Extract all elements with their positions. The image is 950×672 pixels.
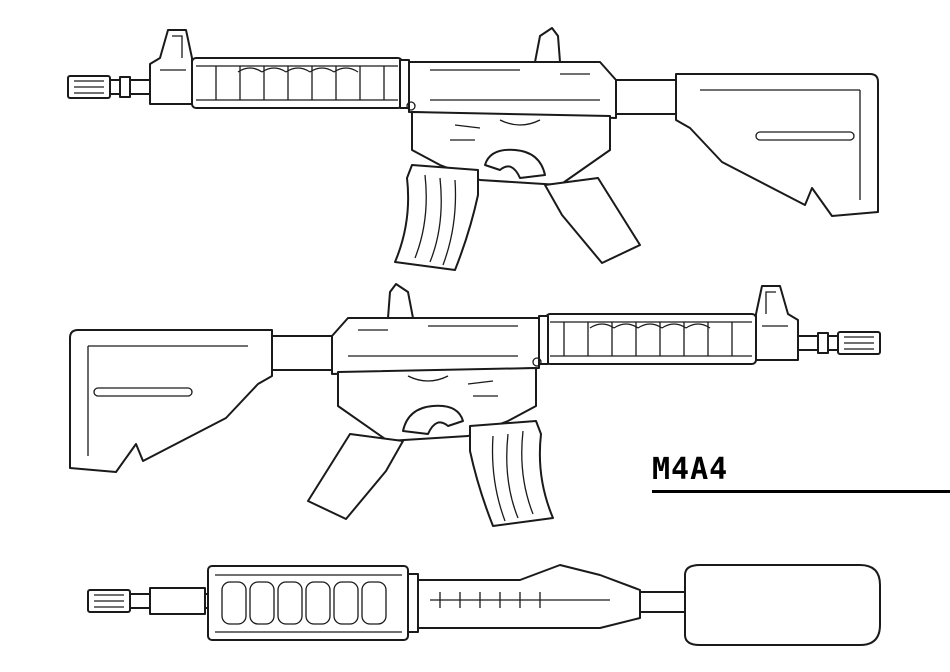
rifle-top-view [87,564,881,646]
weapon-title: M4A4 [652,452,729,487]
title-underline [652,490,950,493]
rifle-left-view [67,27,879,271]
